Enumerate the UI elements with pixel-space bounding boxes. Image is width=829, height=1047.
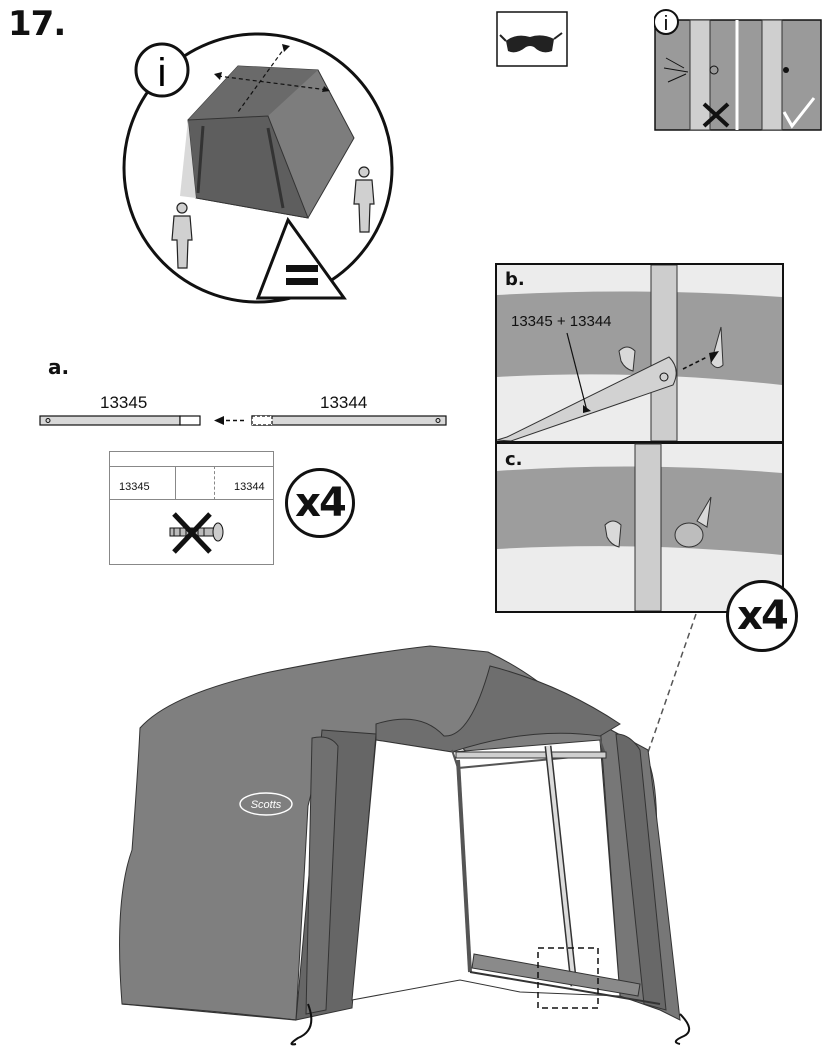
quantity-label: x4 — [737, 593, 789, 639]
connection-detail-box: 13345 13344 — [109, 451, 274, 565]
svg-text:i: i — [664, 13, 668, 35]
svg-text:i: i — [158, 51, 167, 95]
section-b-label: b. — [505, 269, 525, 290]
tube-assembly-diagram — [39, 415, 447, 426]
section-b-callout: 13345 + 13344 — [511, 313, 612, 330]
info-icon — [654, 9, 679, 35]
person-icon — [353, 166, 375, 233]
quantity-badge: x4 — [726, 580, 798, 652]
check-icon — [782, 97, 816, 129]
cross-icon — [702, 102, 730, 128]
warning-triangle-icon — [255, 216, 347, 300]
main-tent-illustration: Scotts — [119, 613, 697, 1046]
person-icon — [171, 202, 193, 269]
quantity-badge: x4 — [285, 468, 355, 538]
part-number-left: 13345 — [100, 393, 148, 412]
detail-part-left: 13345 — [119, 481, 150, 493]
detail-part-right: 13344 — [234, 481, 265, 493]
quantity-label: x4 — [295, 480, 347, 526]
section-a-label: a. — [48, 355, 70, 379]
part-number-right: 13344 — [320, 393, 368, 412]
scotts-logo: Scotts — [239, 792, 293, 816]
detail-panel-bc: b. 13345 + 13344 c. — [495, 263, 784, 613]
section-c-label: c. — [505, 449, 523, 470]
tent-overview-icon — [180, 44, 355, 219]
no-screw-icon — [169, 512, 224, 554]
step-number: 17. — [8, 4, 66, 44]
overview-illustration: i — [122, 32, 394, 304]
tip-panel: i — [654, 9, 822, 131]
safety-glasses-icon — [496, 11, 568, 67]
info-icon — [134, 42, 190, 98]
brand-logo-text: Scotts — [251, 799, 282, 811]
